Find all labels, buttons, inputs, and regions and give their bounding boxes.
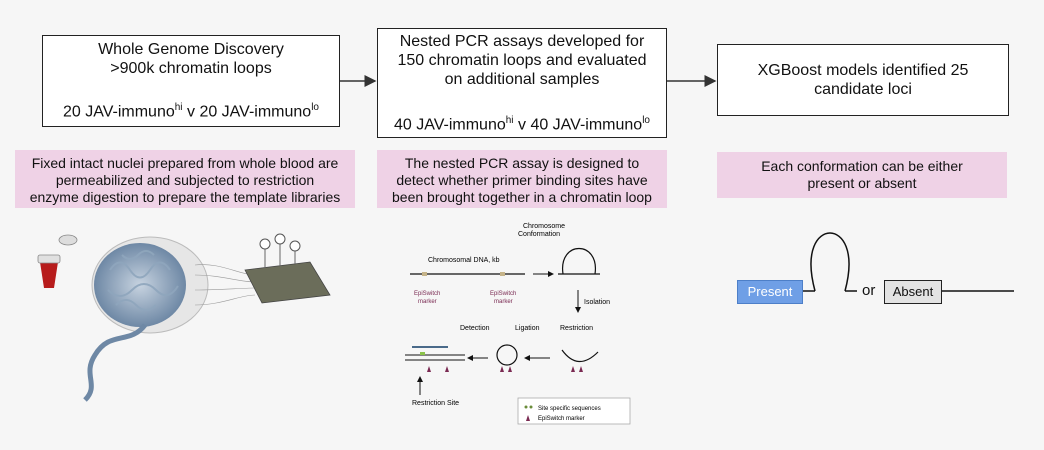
legend-marker: EpiSwitch marker — [538, 416, 585, 422]
nucleus-illustration — [37, 233, 331, 402]
episwitch-label-2: EpiSwitch — [490, 291, 516, 297]
xgboost-line-1: XGBoost models identified 25 — [757, 62, 969, 79]
restricted-fragment — [561, 349, 599, 363]
nested-pcr-box: Nested PCR assays developed for 150 chro… — [377, 28, 667, 138]
present-absent-graphic — [803, 232, 1014, 292]
schematic-legend: Site specific sequences EpiSwitch marker — [517, 397, 631, 425]
svg-text:marker: marker — [418, 299, 437, 305]
discovery-loops: >900k chromatin loops — [110, 60, 272, 77]
slide-icon — [244, 233, 331, 304]
nested-comparison: 40 JAV-immunohi v 40 JAV-immunolo — [394, 115, 650, 134]
svg-text:marker: marker — [494, 299, 513, 305]
legend-sites: Site specific sequences — [538, 406, 601, 412]
xgboost-box: XGBoost models identified 25 candidate l… — [717, 44, 1009, 116]
label-chromosomal-dna: Chromosomal DNA, kb — [428, 257, 500, 264]
ligated-circle — [496, 344, 518, 366]
fixed-nuclei-note: Fixed intact nuclei prepared from whole … — [15, 150, 355, 208]
label-restriction-site: Restriction Site — [412, 400, 459, 407]
loop-icon — [810, 232, 850, 292]
label-ligation: Ligation — [515, 325, 540, 332]
discovery-comparison: 20 JAV-immunohi v 20 JAV-immunolo — [63, 102, 319, 121]
dna-strand — [83, 323, 147, 402]
present-button: Present — [737, 280, 803, 304]
discovery-title: Whole Genome Discovery — [98, 41, 284, 58]
nested-line-1: Nested PCR assays developed for — [399, 33, 645, 50]
label-detection: Detection — [460, 325, 490, 332]
label-isolation: Isolation — [584, 299, 610, 306]
loop-shape — [562, 248, 596, 275]
sample-tube-icon — [37, 234, 78, 288]
label-chromosome: Chromosome — [523, 223, 565, 230]
discovery-box: Whole Genome Discovery >900k chromatin l… — [42, 35, 340, 127]
nested-line-3: on additional samples — [444, 71, 600, 88]
absent-button: Absent — [884, 280, 942, 304]
nested-line-2: 150 chromatin loops and evaluated — [397, 52, 647, 69]
episwitch-schematic: Chromosome Conformation Chromosomal DNA,… — [405, 223, 631, 425]
episwitch-label-1: EpiSwitch — [414, 291, 440, 297]
xgboost-line-2: candidate loci — [814, 81, 912, 98]
label-restriction: Restriction — [560, 325, 593, 332]
label-conformation: Conformation — [518, 231, 560, 238]
or-label: or — [862, 282, 876, 299]
